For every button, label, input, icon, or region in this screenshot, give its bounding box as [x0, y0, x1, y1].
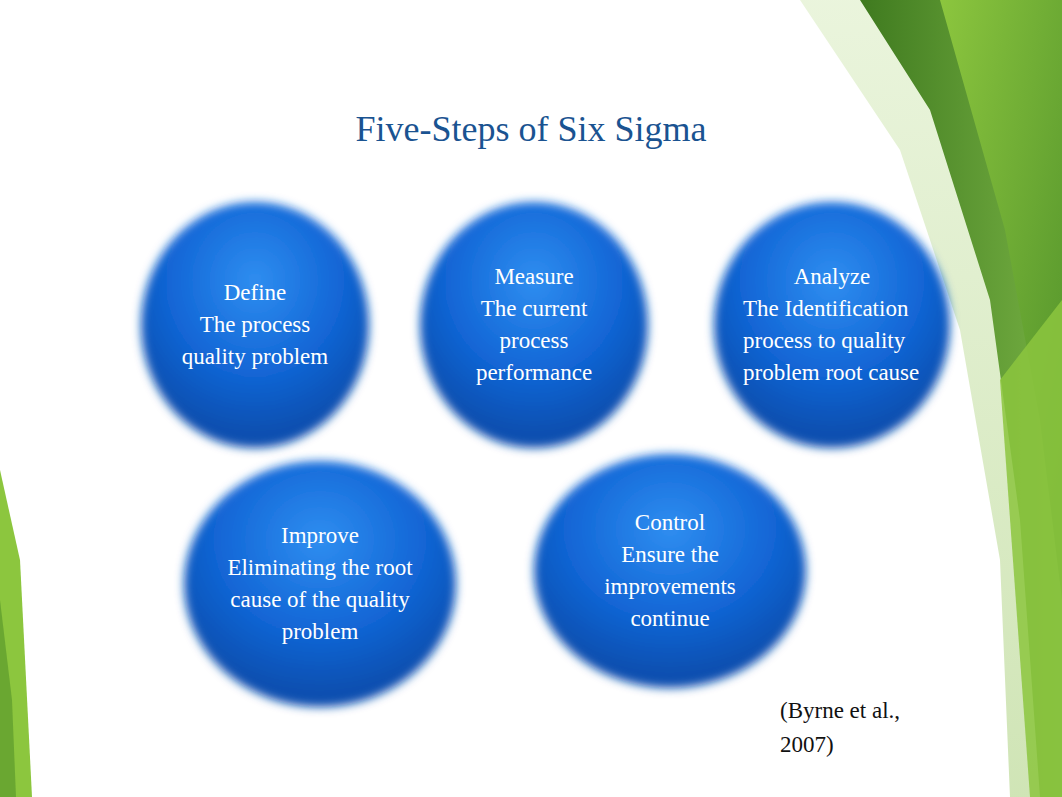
circle-shape: [414, 196, 654, 454]
step-circle: MeasureThe current process performance: [414, 196, 654, 454]
circle-content: AnalyzeThe Identification process to qua…: [708, 196, 956, 454]
circle-content: ControlEnsure the improvements continue: [528, 448, 812, 694]
step-circle: AnalyzeThe Identification process to qua…: [708, 196, 956, 454]
circle-content: MeasureThe current process performance: [414, 196, 654, 454]
circle-fill: [420, 202, 648, 448]
citation: (Byrne et al., 2007): [780, 694, 950, 762]
step-description: The process quality problem: [180, 309, 330, 373]
step-heading: Measure: [434, 261, 634, 293]
step-description: Eliminating the root cause of the qualit…: [225, 552, 415, 648]
step-description: The Identification process to quality pr…: [743, 293, 921, 389]
circle-fill: [184, 461, 456, 707]
step-circle: DefineThe process quality problem: [135, 196, 375, 454]
circle-content: DefineThe process quality problem: [135, 196, 375, 454]
step-circle: ImproveEliminating the root cause of the…: [178, 455, 462, 713]
circle-shape: [708, 196, 956, 454]
slide-title: Five-Steps of Six Sigma: [0, 108, 1062, 150]
step-description: Ensure the improvements continue: [585, 539, 755, 635]
circle-content: ImproveEliminating the root cause of the…: [178, 455, 462, 713]
step-circle: ControlEnsure the improvements continue: [528, 448, 812, 694]
step-heading: Define: [155, 277, 355, 309]
circle-fill: [141, 202, 369, 448]
step-heading: Analyze: [732, 261, 932, 293]
step-description: The current process performance: [459, 293, 609, 389]
circle-fill: [714, 202, 950, 448]
circle-shape: [528, 448, 812, 694]
step-heading: Improve: [205, 520, 435, 552]
step-heading: Control: [555, 507, 785, 539]
circle-shape: [178, 455, 462, 713]
circle-fill: [534, 454, 806, 688]
